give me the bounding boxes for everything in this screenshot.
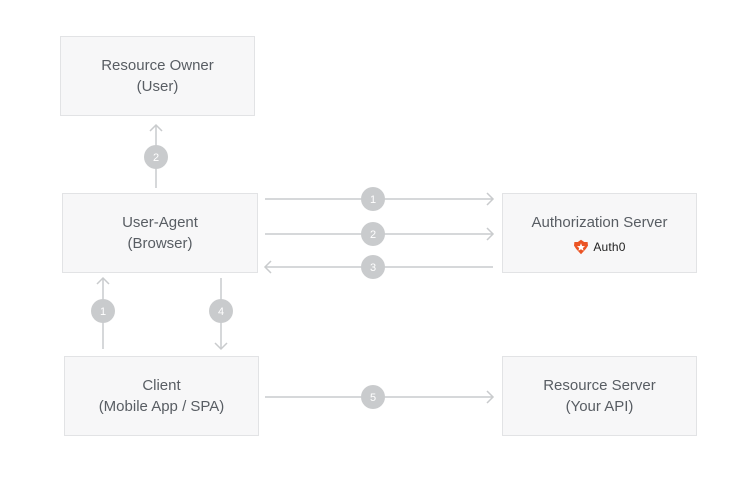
step-badge-label: 1: [100, 306, 106, 318]
arrow-icon: [263, 260, 272, 274]
arrow-icon: [486, 192, 495, 206]
auth0-shield-icon: [574, 239, 589, 254]
resource-server-title: Resource Server: [543, 377, 656, 394]
step-badge: 3: [361, 255, 385, 279]
user-agent-title: User-Agent: [122, 214, 198, 231]
step-badge-label: 5: [370, 392, 376, 404]
user-agent-box: User-Agent (Browser): [62, 193, 258, 273]
step-badge: 1: [361, 187, 385, 211]
resource-server-box: Resource Server (Your API): [502, 356, 697, 436]
step-badge-label: 2: [370, 229, 376, 241]
step-badge-label: 2: [153, 152, 159, 164]
auth0-logo-text: Auth0: [593, 239, 626, 254]
step-badge: 4: [209, 299, 233, 323]
arrow-icon: [149, 123, 163, 132]
arrow-icon: [486, 227, 495, 241]
arrow-icon: [96, 276, 110, 285]
arrow-icon: [486, 390, 495, 404]
step-badge-label: 1: [370, 194, 376, 206]
step-badge: 5: [361, 385, 385, 409]
step-badge-label: 4: [218, 306, 224, 318]
resource-owner-title: Resource Owner: [101, 57, 214, 74]
authorization-server-box: Authorization Server Auth0: [502, 193, 697, 273]
arrow-icon: [214, 342, 228, 351]
resource-owner-subtitle: (User): [136, 78, 179, 95]
step-badge-label: 3: [370, 262, 376, 274]
resource-server-subtitle: (Your API): [565, 398, 634, 415]
step-badge: 2: [144, 145, 168, 169]
authorization-server-title: Authorization Server: [531, 213, 668, 231]
client-title: Client: [142, 377, 181, 394]
user-agent-subtitle: (Browser): [127, 235, 193, 252]
step-badge: 1: [91, 299, 115, 323]
client-subtitle: (Mobile App / SPA): [98, 398, 225, 415]
client-box: Client (Mobile App / SPA): [64, 356, 259, 436]
auth0-logo: Auth0: [573, 239, 625, 255]
step-badge: 2: [361, 222, 385, 246]
resource-owner-box: Resource Owner (User): [60, 36, 255, 116]
